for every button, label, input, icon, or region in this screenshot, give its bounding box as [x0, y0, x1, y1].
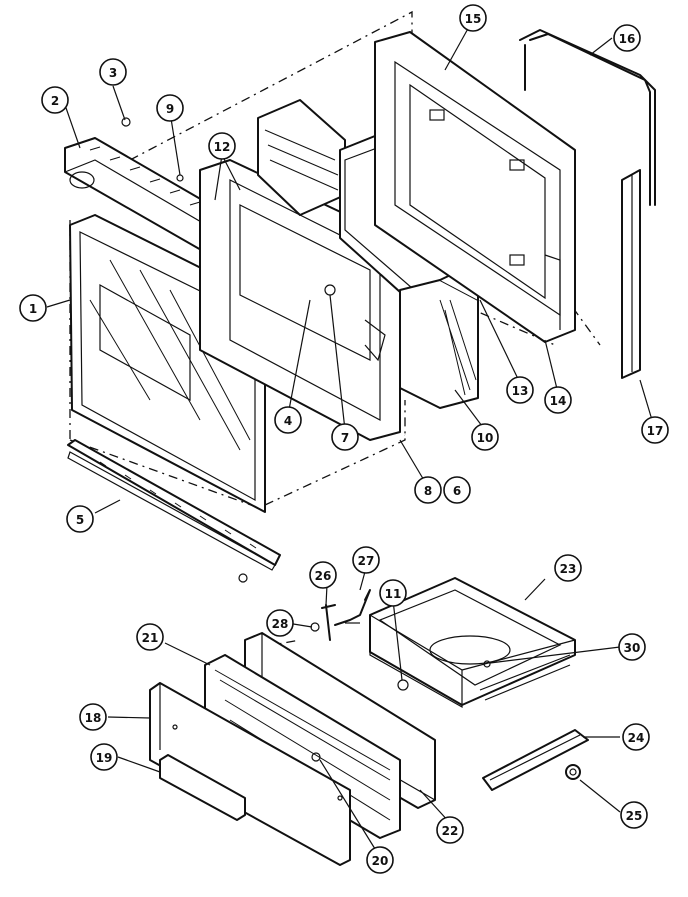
- callout-number: 19: [96, 751, 113, 765]
- callout-17: 17: [641, 416, 669, 444]
- callout-number: 30: [624, 641, 641, 655]
- callout-circle: [379, 579, 407, 607]
- callout-circle: [366, 846, 394, 874]
- callout-circle: [99, 58, 127, 86]
- callout-circle: [443, 476, 471, 504]
- callout-5: 5: [66, 505, 94, 533]
- callout-18: 18: [79, 703, 107, 731]
- callout-9: 9: [156, 94, 184, 122]
- callout-circle: [90, 743, 118, 771]
- callout-circle: [79, 703, 107, 731]
- callout-number: 16: [619, 32, 636, 46]
- callout-circle: [554, 554, 582, 582]
- callout-circle: [136, 623, 164, 651]
- callout-8: 8: [414, 476, 442, 504]
- callout-circle: [618, 633, 646, 661]
- callout-11: 11: [379, 579, 407, 607]
- callout-number: 12: [214, 140, 231, 154]
- callout-number: 4: [284, 414, 292, 428]
- callout-number: 1: [29, 302, 37, 316]
- callout-circle: [208, 132, 236, 160]
- callout-26: 26: [309, 561, 337, 589]
- callout-circle: [156, 94, 184, 122]
- callout-number: 10: [477, 431, 494, 445]
- callout-13: 13: [506, 376, 534, 404]
- callout-number: 20: [372, 854, 389, 868]
- callout-circle: [274, 406, 302, 434]
- callout-number: 3: [109, 66, 117, 80]
- callout-number: 11: [385, 587, 402, 601]
- callout-15: 15: [459, 4, 487, 32]
- callout-number: 22: [442, 824, 459, 838]
- callout-number: 25: [626, 809, 643, 823]
- door-gasket-part: [519, 29, 656, 206]
- drawer-body-part: [369, 577, 576, 709]
- callout-30: 30: [618, 633, 646, 661]
- callout-number: 8: [424, 484, 432, 498]
- callout-circle: [352, 546, 380, 574]
- callout-2: 2: [41, 86, 69, 114]
- callout-number: 27: [358, 554, 375, 568]
- callout-number: 23: [560, 562, 577, 576]
- drawer-rail-part: [482, 729, 589, 791]
- callout-12: 12: [208, 132, 236, 160]
- callout-number: 18: [85, 711, 102, 725]
- callout-circle: [620, 801, 648, 829]
- callout-number: 24: [628, 731, 645, 745]
- door-bottom-trim-part: [67, 439, 281, 583]
- callout-circle: [66, 505, 94, 533]
- callout-circle: [41, 86, 69, 114]
- callout-24: 24: [622, 723, 650, 751]
- callout-circle: [641, 416, 669, 444]
- callout-number: 14: [550, 394, 567, 408]
- callout-6: 6: [443, 476, 471, 504]
- callout-16: 16: [613, 24, 641, 52]
- door-frame-part: [374, 31, 576, 343]
- callout-circle: [471, 423, 499, 451]
- callout-7: 7: [331, 423, 359, 451]
- drawer-bracket-part: [310, 589, 371, 641]
- callout-number: 21: [142, 631, 159, 645]
- callout-25: 25: [620, 801, 648, 829]
- callout-number: 26: [315, 569, 332, 583]
- drawer-front-part: [149, 682, 351, 866]
- callout-circle: [436, 816, 464, 844]
- callout-4: 4: [274, 406, 302, 434]
- callout-14: 14: [544, 386, 572, 414]
- callout-circle: [622, 723, 650, 751]
- callout-number: 2: [51, 94, 59, 108]
- callout-number: 15: [465, 12, 482, 26]
- callout-circle: [544, 386, 572, 414]
- callout-circle: [613, 24, 641, 52]
- callout-number: 13: [512, 384, 529, 398]
- callout-27: 27: [352, 546, 380, 574]
- callout-circle: [506, 376, 534, 404]
- callout-20: 20: [366, 846, 394, 874]
- side-trim-part: [621, 169, 641, 379]
- callout-circle: [19, 294, 47, 322]
- callout-3: 3: [99, 58, 127, 86]
- callout-28: 28: [266, 609, 294, 637]
- callout-circle: [309, 561, 337, 589]
- callout-number: 7: [341, 431, 349, 445]
- callout-number: 17: [647, 424, 664, 438]
- callout-circle: [414, 476, 442, 504]
- callout-number: 28: [272, 617, 289, 631]
- drawer-roller-part: [565, 764, 581, 780]
- callout-circle: [331, 423, 359, 451]
- callout-21: 21: [136, 623, 164, 651]
- callout-1: 1: [19, 294, 47, 322]
- callout-10: 10: [471, 423, 499, 451]
- callout-circle: [266, 609, 294, 637]
- callout-number: 5: [76, 513, 84, 527]
- callout-22: 22: [436, 816, 464, 844]
- callout-19: 19: [90, 743, 118, 771]
- callout-number: 6: [453, 484, 461, 498]
- callout-number: 9: [166, 102, 174, 116]
- callout-circle: [459, 4, 487, 32]
- callout-23: 23: [554, 554, 582, 582]
- callout-labels: 1234567891011121314151617181920212223242…: [19, 4, 669, 874]
